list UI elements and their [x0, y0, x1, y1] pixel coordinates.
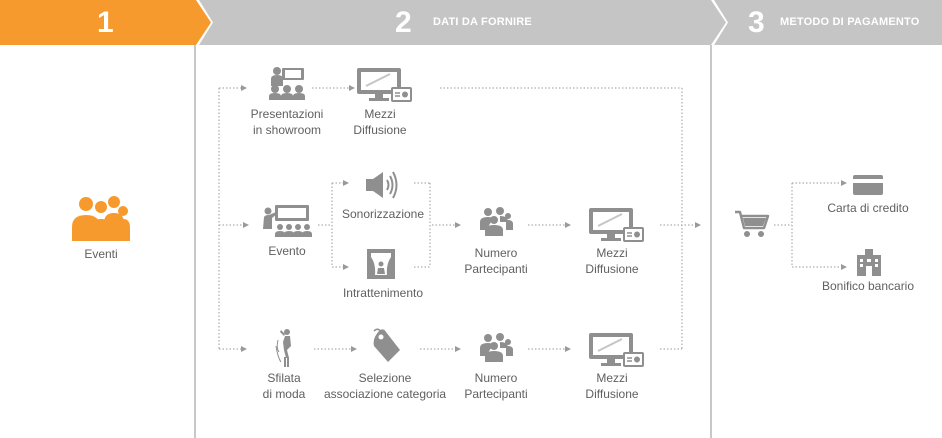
presentation-icon: [263, 205, 312, 237]
node-intrattenimento-label: Intrattenimento: [342, 286, 424, 300]
step-3-bg: [714, 0, 942, 45]
step-title: DATI DA FORNIRE: [433, 16, 532, 28]
monitor-radio-icon: [589, 208, 644, 242]
step-number: 2: [395, 6, 412, 39]
step-3[interactable]: 3 METODO DI PAGAMENTO: [720, 0, 942, 45]
step-1[interactable]: 1: [0, 0, 205, 45]
monitor-radio-icon: [589, 333, 644, 367]
column-divider: [194, 45, 196, 438]
monitor-radio-icon: [357, 68, 412, 102]
price-tag-icon: [373, 328, 400, 362]
column-divider: [710, 45, 712, 438]
people-icon: [480, 333, 513, 362]
speaker-icon: [366, 171, 398, 199]
node-sonorizzazione-label: Sonorizzazione: [341, 207, 425, 221]
node-bonifico-label: Bonifico bancario: [821, 279, 915, 293]
fashion-model-icon: [275, 329, 291, 367]
step-1-bg: [0, 0, 211, 45]
step-title: METODO DI PAGAMENTO: [780, 16, 920, 28]
node-carta-label: Carta di credito: [827, 201, 909, 215]
node-evento-label: Evento: [268, 244, 306, 258]
step-2[interactable]: 2 DATI DA FORNIRE: [205, 0, 715, 45]
people-icon: [480, 207, 513, 236]
theater-curtain-icon: [367, 249, 395, 279]
showroom-icon: [269, 67, 305, 100]
step-number: 3: [748, 6, 765, 39]
step-2-bg: [199, 0, 726, 45]
shopping-cart-icon: [735, 210, 770, 237]
node-eventi-label: Eventi: [84, 247, 118, 261]
people-group-icon: [72, 196, 130, 241]
bank-icon: [857, 249, 881, 276]
step-number: 1: [97, 6, 114, 39]
step-header-bar: [0, 0, 942, 45]
credit-card-icon: [853, 175, 883, 195]
